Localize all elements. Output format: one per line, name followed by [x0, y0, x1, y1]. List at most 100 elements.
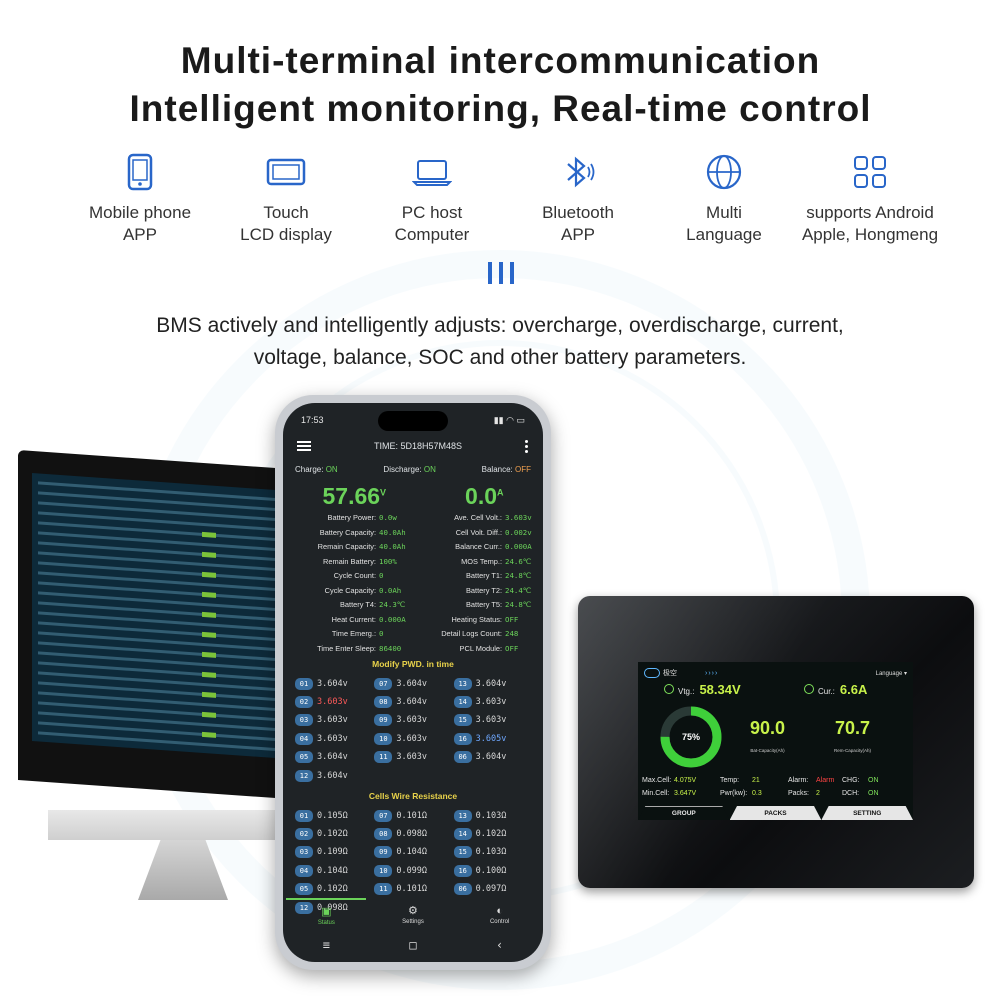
monitor-status-tag	[202, 611, 216, 618]
parameter-row: Battery T5:24.8℃	[413, 600, 535, 615]
parameter-label: Ave. Cell Volt.:	[454, 513, 502, 522]
parameter-row: Battery Capacity:40.0Ah	[291, 528, 413, 543]
nav-back-icon[interactable]: ‹	[496, 938, 504, 952]
tab-settings[interactable]: ⚙Settings	[373, 898, 453, 932]
monitor-status-tag	[202, 631, 216, 638]
cell-value: 3.603v	[475, 715, 507, 726]
parameter-value: 24.4℃	[505, 585, 532, 595]
lcd-stats-row-2: Min.Cell:3.647V Pwr(kw):0.3 Packs:2 DCH:…	[642, 790, 879, 797]
parameter-label: Balance Curr.:	[455, 542, 502, 551]
parameter-label: Detail Logs Count:	[441, 629, 502, 638]
parameter-label: Cycle Capacity:	[324, 585, 376, 595]
bluetooth-icon	[556, 150, 600, 194]
cell-value: 0.104Ω	[317, 865, 348, 876]
parameter-label: Remain Battery:	[323, 556, 376, 566]
globe-icon	[702, 150, 746, 194]
cell-value: 3.604v	[317, 752, 348, 763]
parameter-value: 100%	[379, 556, 397, 566]
cell-value: 3.604v	[317, 678, 348, 689]
parameter-label: Battery T2:	[465, 585, 502, 595]
nav-recent-icon[interactable]: ≡	[322, 938, 330, 952]
parameter-value: 24.3℃	[379, 600, 406, 609]
parameter-value: 0.0w	[379, 513, 397, 522]
lcd-tab-setting[interactable]: SETTING	[821, 806, 913, 820]
lcd-tab-packs[interactable]: PACKS	[729, 806, 822, 820]
voltage-icon	[664, 684, 674, 694]
tab-status[interactable]: ▣Status	[286, 898, 367, 932]
parameter-row: Time Emerg.:0	[291, 629, 413, 644]
monitor-data-row	[38, 541, 302, 563]
parameter-label: Battery T5:	[465, 600, 502, 609]
modify-password-link[interactable]: Modify PWD. in time	[372, 659, 454, 669]
phone-app-screen: 17:53 ▮▮ ◠ ▭ TIME: 5D18H57M48S Charge: O…	[283, 403, 543, 962]
cell-number-badge: 16	[453, 864, 472, 877]
divider-bars-icon	[488, 262, 514, 284]
monitor-status-tag	[202, 651, 216, 658]
monitor-screen	[18, 450, 308, 801]
parameter-value: 0	[379, 629, 384, 638]
cell-number-badge: 01	[295, 809, 313, 822]
parameter-label: PCL Module:	[459, 643, 502, 653]
parameter-row: Battery T1:24.8℃	[413, 571, 535, 586]
parameter-value: 0.002v	[505, 527, 532, 537]
lcd-voltage: Vtg.:58.34V	[664, 682, 741, 697]
cell-value: 0.098Ω	[317, 902, 348, 913]
parameter-row: Battery T4:24.3℃	[291, 600, 413, 615]
hamburger-menu-icon[interactable]	[297, 441, 311, 451]
more-options-icon[interactable]	[525, 439, 529, 453]
parameter-label: Battery T1:	[465, 571, 502, 580]
parameter-row: Ave. Cell Volt.:3.603v	[413, 513, 535, 528]
language-dropdown[interactable]: Language ▾	[875, 670, 907, 677]
cell-number-badge: 08	[374, 696, 393, 709]
soc-ring-gauge: 75%	[660, 706, 722, 768]
cell-number-badge: 06	[453, 751, 472, 764]
parameter-value: 3.603v	[505, 513, 532, 522]
lcd-tab-group[interactable]: GROUP	[638, 806, 730, 820]
cell-number-badge: 15	[453, 714, 472, 727]
cell-value: 3.604v	[396, 697, 428, 708]
cell-number-badge: 07	[374, 809, 393, 822]
monitor-data-row	[38, 571, 302, 593]
lcd-stats-row-1: Max.Cell:4.075V Temp:21 Alarm:Alarm CHG:…	[642, 777, 879, 784]
monitor-data-row	[38, 481, 302, 503]
main-readings: 57.66V 0.0A	[283, 483, 543, 510]
feature-pc-host: PC host Computer	[362, 150, 502, 246]
parameter-value: 24.8℃	[505, 600, 532, 609]
cell-value: 0.103Ω	[475, 810, 507, 821]
parameter-label: Battery Capacity:	[319, 527, 376, 537]
cell-value: 0.105Ω	[317, 810, 348, 821]
lcd-stats-table: Max.Cell:4.075V Temp:21 Alarm:Alarm CHG:…	[642, 774, 909, 800]
parameter-row: MOS Temp.:24.6℃	[413, 557, 535, 572]
parameter-label: Time Enter Sleep:	[317, 643, 376, 653]
monitor-data-row	[38, 561, 302, 583]
cell-value: 3.603v	[317, 733, 348, 744]
monitor-data-row	[38, 641, 302, 663]
tab-control[interactable]: ◐Control	[460, 898, 540, 932]
app-title-runtime: TIME: 5D18H57M48S	[373, 441, 463, 451]
cell-value: 0.098Ω	[396, 829, 428, 840]
feature-platform-support: supports Android Apple, Hongmeng	[800, 150, 940, 246]
monitor-data-row	[38, 661, 302, 683]
parameter-label: Heat Current:	[331, 614, 376, 624]
cell-number-badge: 06	[453, 883, 472, 896]
cell-value: 0.102Ω	[475, 829, 507, 840]
cell-value: 3.604v	[317, 770, 348, 781]
status-icon: ▣	[321, 906, 332, 918]
monitor-data-row	[38, 521, 302, 543]
nav-home-icon[interactable]: □	[409, 938, 417, 952]
monitor-status-tag	[202, 571, 216, 578]
app-bar: TIME: 5D18H57M48S	[283, 433, 543, 459]
cell-number-badge: 14	[453, 696, 472, 709]
charge-status: Charge: ON	[295, 465, 338, 474]
feature-row: Mobile phone APP Touch LCD display PC ho…	[70, 150, 940, 246]
